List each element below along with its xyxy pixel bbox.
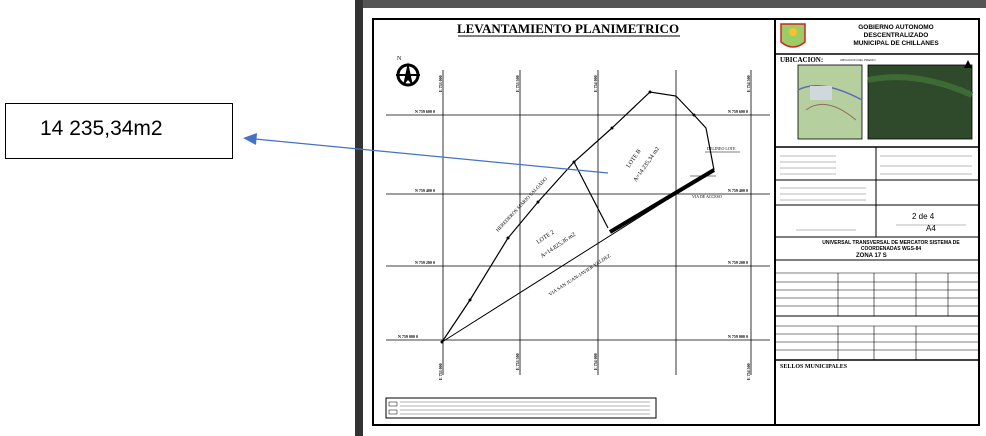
grid-label-e4: E 754 500 — [746, 75, 751, 92]
location-map — [797, 64, 863, 140]
road-label: VIA SAN JUAN-JAVIER VALDEZ — [548, 254, 612, 298]
grid-label-n2: N 759 400 0 — [415, 188, 435, 193]
zone-text: ZONA 17 S — [856, 253, 887, 259]
access-label: VIA DE ACCESO — [692, 194, 722, 199]
title-block: GOBIERNO AUTONOMO DESCENTRALIZADO MUNICI… — [774, 20, 980, 424]
lot-2-label: LOTE 2 — [536, 230, 556, 246]
grid-label-n6: N 759 400 0 — [728, 188, 748, 193]
ubicacion-label: UBICACION: — [780, 56, 824, 64]
sheet-top-edge — [363, 0, 986, 8]
grid-label-n7: N 759 200 0 — [728, 260, 748, 265]
sheet-code: A4 — [926, 224, 936, 233]
callout-arrowhead — [243, 133, 257, 145]
grid-label-e7: E 754 000 — [593, 353, 598, 370]
coordinate-grid — [386, 70, 770, 375]
grid-label-n3: N 759 200 0 — [415, 260, 435, 265]
grid-label-e8: E 754 500 — [746, 363, 751, 380]
gad-title-line1: GOBIERNO AUTONOMO — [858, 24, 934, 31]
grid-label-n8: N 759 000 0 — [728, 334, 748, 339]
plan-title: LEVANTAMIENTO PLANIMETRICO — [457, 21, 679, 36]
sheet-number: 2 de 4 — [912, 212, 935, 221]
area-callout-box: 14 235,34m2 — [5, 103, 233, 159]
north-arrow-icon: N — [396, 56, 420, 87]
border-label: HEREDEROS MARIO SALGADO — [496, 177, 549, 234]
lot-boundaries — [441, 91, 740, 343]
delineo-label: DELINEO LOTE — [707, 146, 736, 151]
sheet-left-edge — [355, 0, 363, 436]
grid-label-n4: N 759 000 0 — [398, 334, 418, 339]
callout-arrow — [254, 138, 609, 174]
lot-b-label: LOTE B — [626, 149, 643, 170]
grid-label-e6: E 753 500 — [515, 353, 520, 370]
grid-label-n5: N 759 600 0 — [728, 109, 748, 114]
svg-text:N: N — [397, 56, 402, 62]
grid-label-e1: E 753 000 — [438, 75, 443, 92]
gad-title-line3: MUNICIPAL DE CHILLANES — [853, 40, 939, 47]
plan-frame — [372, 18, 980, 426]
grid-label-e2: E 753 500 — [515, 75, 520, 92]
grid-label-e3: E 754 000 — [593, 75, 598, 92]
ubicacion-sub: UBICACION DEL PREDIO — [840, 58, 876, 62]
gad-title-line2: DESCENTRALIZADO — [863, 32, 929, 39]
grid-label-e5: E 753 000 — [438, 363, 443, 380]
sellos-label: SELLOS MUNICIPALES — [780, 364, 848, 370]
municipal-crest-icon — [780, 23, 806, 48]
projection-text: UNIVERSAL TRANSVERSAL DE MERCATOR SISTEM… — [822, 240, 960, 252]
grid-label-n1: N 759 600 0 — [415, 109, 435, 114]
area-callout-text: 14 235,34m2 — [40, 117, 163, 140]
north-arrow-small-icon — [964, 60, 972, 68]
